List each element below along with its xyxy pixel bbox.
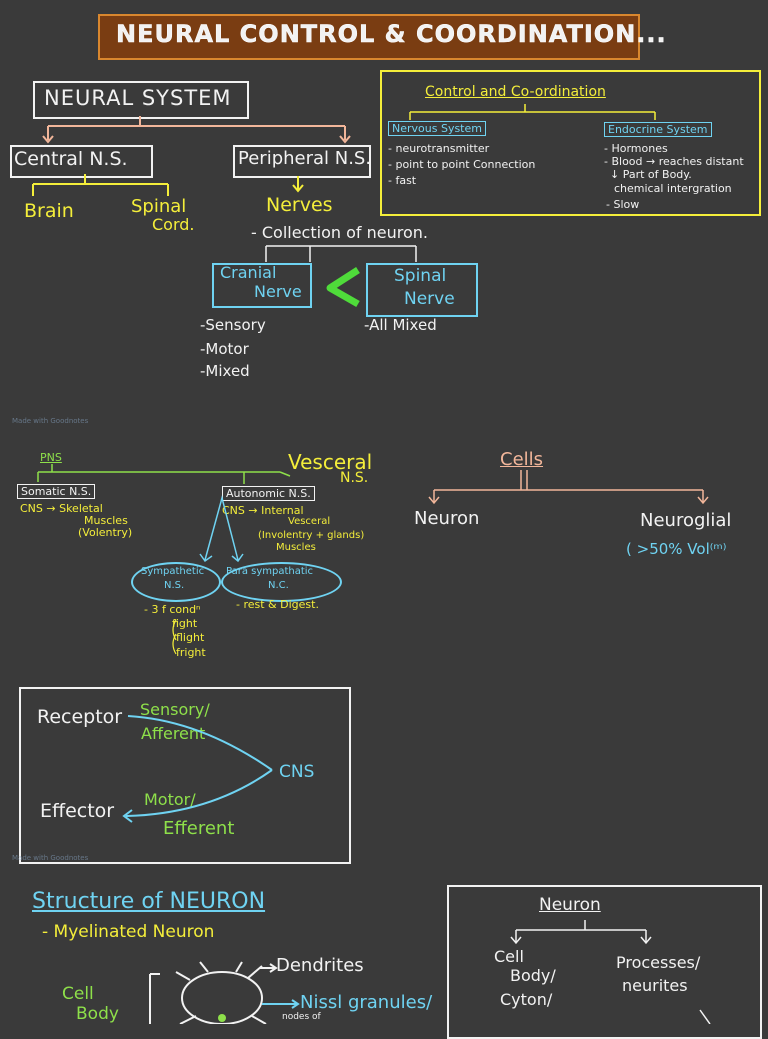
endocrine-point-5: - Slow: [606, 198, 640, 211]
cell-body-label-2: Body: [76, 1004, 119, 1024]
autonomic-desc-3: (Involentry + glands): [258, 530, 365, 541]
visceral-label-2: N.S.: [340, 470, 369, 486]
body-label: Body/: [510, 966, 556, 985]
neurites-label: neurites: [622, 976, 688, 995]
dendrites-label: Dendrites: [276, 955, 364, 976]
control-heading: Control and Co-ordination: [425, 84, 606, 100]
cyton-label: Cyton/: [500, 990, 553, 1009]
processes-label: Processes/: [616, 953, 701, 972]
spinal-cord-label-2: Cord.: [152, 215, 195, 234]
spinal-nerve-label-1: Spinal: [394, 266, 447, 286]
cranial-nerve-box: [212, 263, 312, 308]
cranial-type-motor: -Motor: [200, 340, 249, 358]
somatic-desc-2: Muscles: [84, 514, 128, 527]
cns-label: CNS: [279, 762, 315, 782]
autonomic-ns-label: Autonomic N.S.: [222, 486, 315, 501]
sympathetic-ellipse: [131, 562, 221, 602]
neural-system-heading: NEURAL SYSTEM: [44, 86, 232, 110]
cranial-label-2: Nerve: [254, 282, 302, 301]
collection-of-neuron: - Collection of neuron.: [251, 223, 428, 242]
central-ns-label: Central N.S.: [14, 148, 128, 170]
somatic-desc-1: CNS → Skeletal: [20, 502, 103, 515]
sensory-label: Sensory/: [140, 700, 210, 719]
sympathetic-label-2: N.S.: [164, 580, 185, 591]
neuron-label: Neuron: [414, 508, 480, 529]
motor-label: Motor/: [144, 790, 196, 809]
watermark-1: Made with Goodnotes: [12, 417, 89, 425]
cell-label: Cell: [494, 947, 524, 966]
myelinated-label: - Myelinated Neuron: [42, 922, 215, 942]
control-coordination-box: [380, 70, 761, 216]
pns-label: PNS: [40, 451, 62, 464]
nerves-label: Nerves: [266, 194, 333, 216]
receptor-label: Receptor: [37, 706, 123, 728]
spinal-type-mixed: -All Mixed: [364, 316, 437, 334]
nodes-label: nodes of: [282, 1012, 321, 1022]
cell-body-label-1: Cell: [62, 984, 94, 1004]
watermark-2: Made with Goodnotes: [12, 854, 89, 862]
reflex-box: [19, 687, 351, 864]
endocrine-system-label: Endocrine System: [604, 122, 712, 137]
autonomic-desc-4: Muscles: [276, 542, 316, 553]
spinal-nerve-box: [366, 263, 478, 317]
para-point: - rest & Digest.: [236, 598, 319, 611]
parasympathetic-label-1: Para sympathatic: [226, 566, 314, 577]
endocrine-point-1: - Hormones: [604, 142, 668, 155]
cranial-type-mixed: -Mixed: [200, 362, 250, 380]
endocrine-point-2: - Blood → reaches distant: [604, 155, 744, 168]
neuroglia-note: ( >50% Vol⁽ᵐ⁾: [626, 540, 727, 558]
structure-heading: Structure of NEURON: [32, 889, 266, 914]
nervous-point-2: - point to point Connection: [388, 158, 536, 171]
sym-point-4: fright: [176, 646, 206, 659]
endocrine-point-3: ↓ Part of Body.: [610, 168, 692, 181]
cranial-type-sensory: -Sensory: [200, 316, 266, 334]
nervous-system-label: Nervous System: [388, 121, 486, 136]
visceral-label-1: Vesceral: [288, 450, 373, 474]
autonomic-desc-2: Vesceral: [288, 516, 331, 527]
nissl-label: Nissl granules/: [300, 992, 433, 1013]
afferent-label: Afferent: [141, 724, 206, 743]
efferent-label: Efferent: [163, 818, 235, 839]
page-title: NEURAL CONTROL & COORDINATION...: [116, 20, 667, 49]
cells-heading: Cells: [500, 449, 544, 470]
nervous-point-3: - fast: [388, 174, 417, 187]
sym-point-1: - 3 f condⁿ: [144, 603, 201, 616]
somatic-ns-label: Somatic N.S.: [17, 484, 96, 499]
somatic-desc-3: (Volentry): [78, 526, 133, 539]
neuroglia-label: Neuroglial: [640, 510, 732, 531]
cranial-label-1: Cranial: [220, 263, 277, 282]
spinal-nerve-label-2: Nerve: [404, 289, 455, 309]
neuron-box-heading: Neuron: [539, 895, 601, 915]
effector-label: Effector: [40, 800, 115, 822]
nervous-point-1: - neurotransmitter: [388, 142, 490, 155]
sym-point-2: fight: [172, 617, 198, 630]
endocrine-point-4: chemical intergration: [614, 182, 732, 195]
brain-label: Brain: [24, 200, 74, 222]
peripheral-ns-label: Peripheral N.S.: [238, 148, 372, 169]
parasympathetic-label-2: N.C.: [268, 580, 289, 591]
title-banner: [98, 14, 640, 60]
spinal-cord-label-1: Spinal: [131, 196, 187, 217]
parasympathetic-ellipse: [221, 562, 342, 602]
sympathetic-label-1: Sympathetic: [141, 566, 205, 577]
sym-point-3: flight: [176, 631, 205, 644]
